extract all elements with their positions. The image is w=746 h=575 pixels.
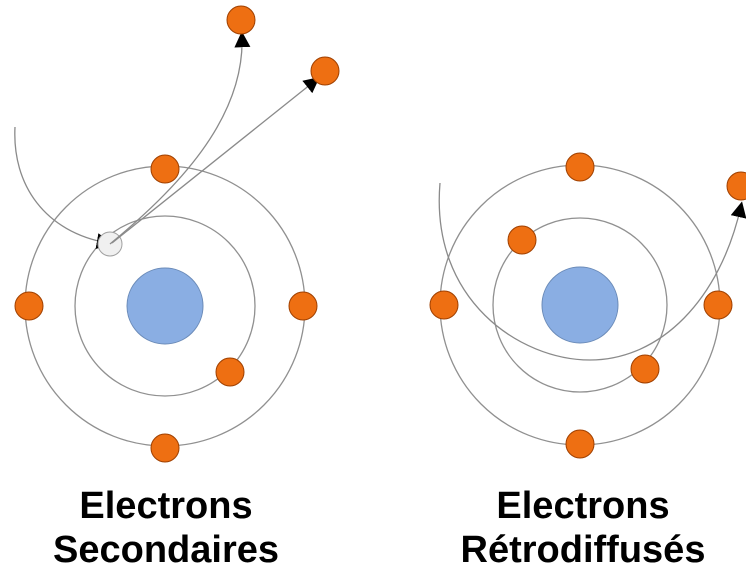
inner-orbit-electron [630,354,660,384]
emitted-electron-path-1 [109,31,251,245]
incident-electron-path [14,126,113,249]
emitted-electron-path-2 [111,77,320,244]
inner-orbit [74,215,256,397]
inner-orbit-electron [215,357,245,387]
inner-orbit [492,217,668,393]
secondary-caption-line-2: Secondaires [53,529,279,571]
backscattered-caption-line-1: Electrons [496,485,669,527]
nucleus [126,267,204,345]
inner-orbit-electron [507,225,537,255]
emitted-electron [226,5,256,35]
outer-orbit-electron [288,291,318,321]
outer-orbit-electron [150,154,180,184]
emitted-electron [310,56,340,86]
outer-orbit-electron [429,290,459,320]
nucleus [541,266,619,344]
secondary-caption-line-1: Electrons [79,485,252,527]
outer-orbit-electron [150,433,180,463]
secondary-electrons-panel: Electrons Secondaires [14,5,340,571]
outer-orbit-electron [565,429,595,459]
outer-orbit-electron [14,291,44,321]
outer-orbit-electron [565,152,595,182]
outer-orbit-electron [703,290,733,320]
backscattered-caption-line-2: Rétrodiffusés [461,529,706,571]
backscattered-electrons-panel: Electrons Rétrodiffusés [429,152,746,571]
backscattered-electron [726,171,746,201]
backscattered-electron-path [438,182,746,361]
